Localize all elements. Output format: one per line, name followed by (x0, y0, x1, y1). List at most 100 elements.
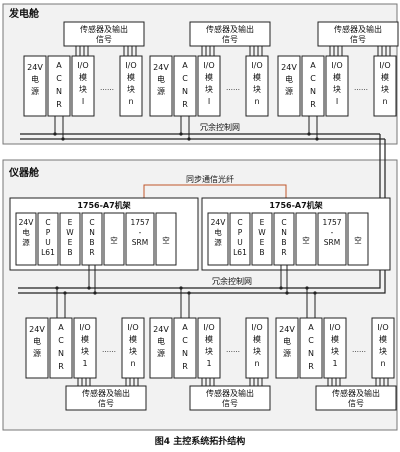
io-module-first (197, 55, 221, 117)
svg-text:I/O: I/O (77, 61, 88, 70)
sync-fiber-link: 同步通信光纤 (143, 174, 287, 200)
svg-text:1757: 1757 (322, 218, 341, 227)
svg-text:块: 块 (205, 84, 213, 94)
sensor-box-label-line2: 信号 (222, 34, 238, 44)
svg-text:块: 块 (379, 346, 387, 356)
rack-slot-6 (125, 212, 155, 266)
acnr-module (299, 317, 323, 379)
svg-text:C: C (56, 74, 62, 83)
acnr-module (173, 317, 197, 379)
svg-text:-: - (139, 228, 142, 237)
rack-slot-4 (273, 212, 295, 266)
bus-junction (285, 291, 289, 295)
svg-text:源: 源 (22, 238, 30, 247)
svg-text:n: n (130, 359, 135, 368)
acnr-module (49, 317, 73, 379)
svg-text:电: 电 (33, 336, 41, 346)
sensor-box-label-line2: 信号 (350, 34, 366, 44)
svg-text:C: C (281, 218, 286, 227)
svg-text:I: I (336, 97, 338, 106)
svg-text:电: 电 (157, 74, 165, 84)
svg-text:B: B (89, 238, 94, 247)
sensor-box-label-line2: 信号 (348, 398, 364, 408)
svg-text:n: n (254, 97, 259, 106)
svg-text:L61: L61 (41, 248, 55, 257)
svg-text:B: B (281, 238, 286, 247)
svg-text:A: A (56, 61, 62, 70)
svg-text:24V: 24V (27, 63, 43, 72)
svg-text:U: U (237, 238, 243, 247)
rack-slot-label-6: 1757-SRM (322, 218, 341, 247)
svg-text:P: P (46, 228, 51, 237)
bus-junction (93, 291, 97, 295)
svg-text:空: 空 (162, 235, 170, 245)
svg-text:I/O: I/O (251, 61, 262, 70)
svg-text:空: 空 (302, 235, 310, 245)
io-module-last (119, 55, 143, 117)
rack-slot-3 (251, 212, 273, 266)
svg-text:R: R (58, 362, 64, 371)
svg-text:C: C (308, 336, 314, 345)
power-module (25, 317, 49, 379)
svg-text:电: 电 (285, 74, 293, 84)
rack-slot-3 (59, 212, 81, 266)
svg-text:I/O: I/O (329, 323, 340, 332)
sensor-signal-box (65, 385, 147, 411)
rack-title: 1756-A7机架 (77, 200, 130, 210)
bus-junction (313, 291, 317, 295)
svg-text:24V: 24V (153, 325, 169, 334)
bus-junction (63, 291, 67, 295)
svg-text:R: R (182, 362, 188, 371)
svg-text:R: R (89, 248, 94, 257)
svg-text:模: 模 (127, 72, 135, 82)
io-module-first (197, 317, 221, 379)
svg-text:U: U (45, 238, 51, 247)
svg-text:N: N (281, 228, 287, 237)
svg-text:E: E (260, 238, 265, 247)
svg-text:块: 块 (331, 346, 339, 356)
svg-text:源: 源 (33, 349, 41, 358)
trunk-line-b (18, 139, 386, 294)
sensor-box-label-line1: 传感器及输出 (332, 388, 380, 398)
rack-slot-label-5: 空 (302, 235, 310, 245)
lower-network-label: 冗余控制网 (212, 276, 252, 286)
rack-slot-7 (347, 212, 369, 266)
svg-text:B: B (259, 248, 264, 257)
module-ellipsis: …… (100, 84, 114, 92)
svg-text:源: 源 (157, 87, 165, 96)
power-cabin-title: 发电舱 (8, 7, 40, 20)
svg-text:模: 模 (253, 72, 261, 82)
power-module (149, 55, 173, 117)
svg-text:A: A (58, 323, 64, 332)
svg-text:R: R (310, 100, 316, 109)
svg-text:n: n (380, 359, 385, 368)
svg-text:R: R (56, 100, 62, 109)
svg-text:I/O: I/O (203, 323, 214, 332)
svg-text:B: B (67, 248, 72, 257)
svg-text:C: C (58, 336, 64, 345)
svg-text:模: 模 (205, 334, 213, 344)
svg-text:W: W (258, 228, 266, 237)
rack-slot-1 (207, 212, 229, 266)
bus-junction (87, 286, 91, 290)
svg-text:块: 块 (129, 346, 137, 356)
upper-redundant-network: 冗余控制网 (20, 122, 385, 140)
power-module (23, 55, 47, 117)
svg-text:24V: 24V (281, 63, 297, 72)
svg-text:n: n (254, 359, 259, 368)
